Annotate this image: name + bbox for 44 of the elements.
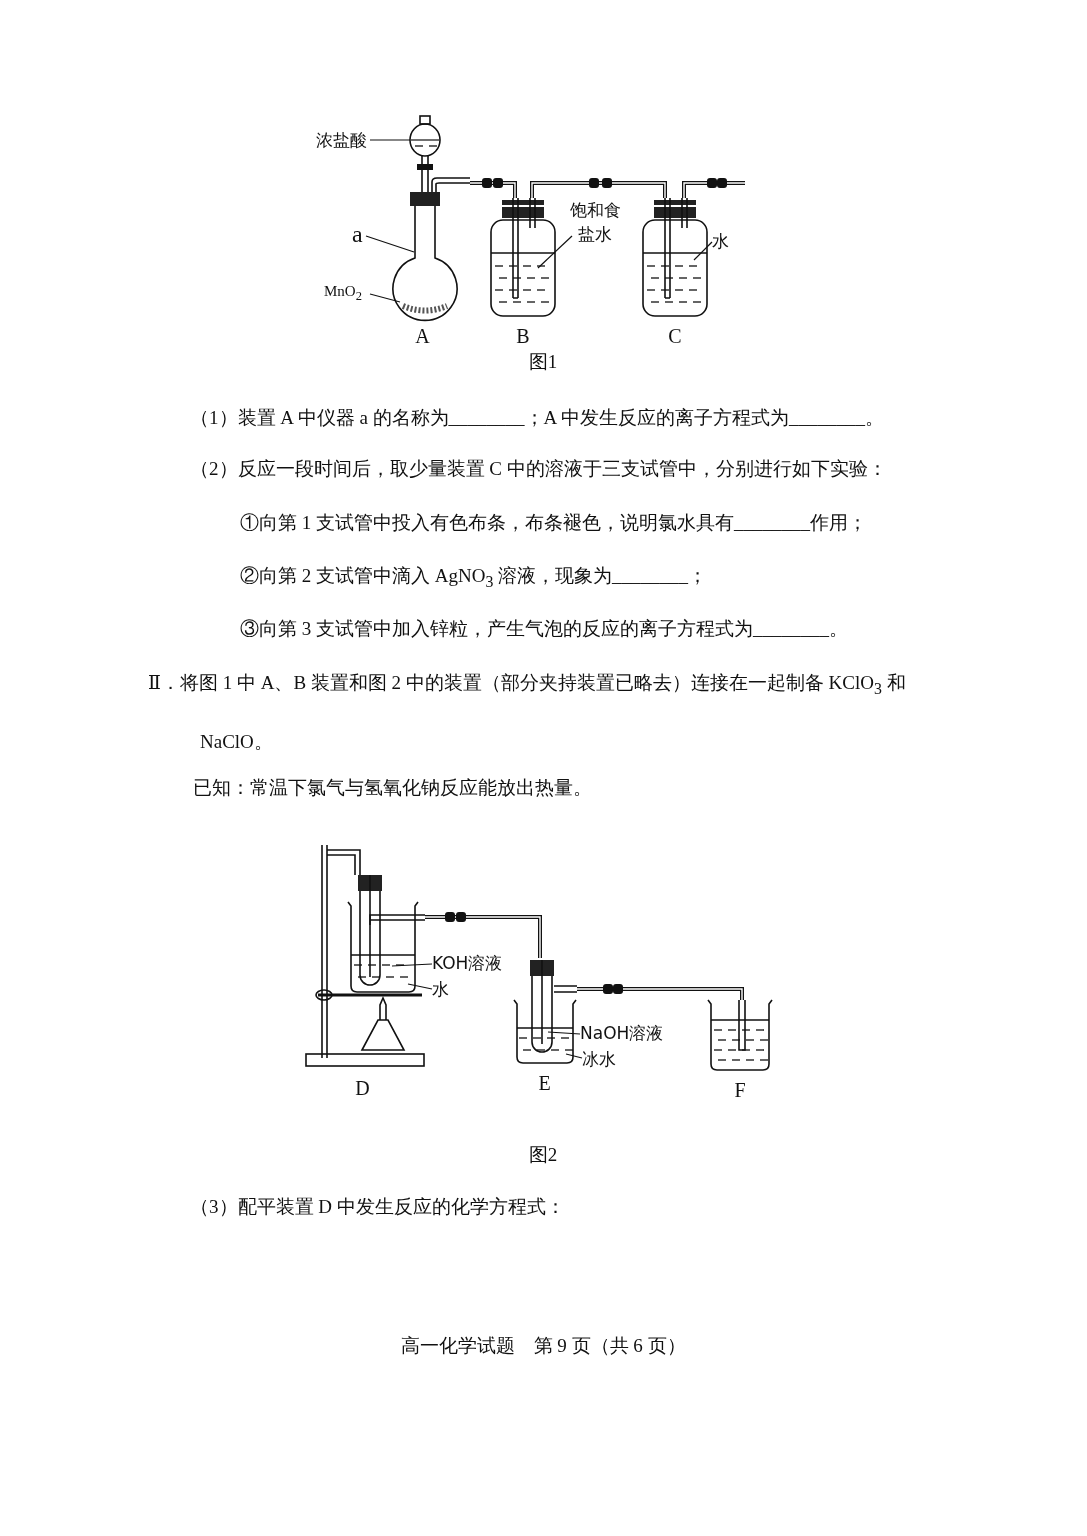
beaker-drawing: [706, 1000, 774, 1072]
note-text: 已知：常温下氯气与氢氧化钠反应能放出热量。: [193, 776, 592, 800]
page-footer: 高一化学试题 第 9 页（共 6 页）: [400, 1334, 686, 1358]
question-text: Ⅱ．将图 1 中 A、B 装置和图 2 中的装置（部分夹持装置已略去）连接在一起制备 KClO$_{3}$ 和 NaClO。: [148, 671, 907, 754]
leader-line: [407, 983, 433, 990]
apparatus-letter: A: [415, 324, 430, 348]
question-text: （1）装置 A 中仪器 a 的名称为________；A 中发生反应的离子方程式为________。: [190, 406, 885, 430]
leader-line: [369, 293, 401, 303]
gas-washing-bottle-drawing: [488, 198, 558, 318]
ice-bath-test-tube-drawing: [512, 958, 577, 1065]
part-label: 浓盐酸: [316, 129, 367, 151]
glass-tube: [470, 181, 517, 198]
apparatus-letter: F: [734, 1078, 746, 1102]
part-label: NaOH溶液: [580, 1022, 664, 1044]
figure-caption: 图1: [528, 350, 558, 374]
leader-line: [369, 139, 411, 141]
glass-tube: [425, 915, 542, 958]
leader-line: [547, 1031, 581, 1035]
leader-line: [565, 1053, 583, 1059]
glass-tube: [577, 987, 744, 1000]
part-label: KOH溶液: [432, 952, 503, 974]
question-text: ③向第 3 支试管中加入锌粒，产生气泡的反应的离子方程式为________。: [240, 617, 848, 641]
part-label: 水: [432, 978, 449, 1000]
part-label: a: [352, 220, 363, 248]
leader-line: [693, 241, 713, 261]
apparatus-letter: B: [516, 324, 530, 348]
glass-tube: [530, 181, 667, 198]
question-text: ②向第 2 支试管中滴入 AgNO$_{3}$ 溶液，现象为________；: [240, 564, 708, 592]
glass-tube: [682, 181, 745, 198]
leader-line: [537, 235, 573, 269]
figure-caption: 图2: [528, 1143, 558, 1167]
apparatus-letter: D: [355, 1076, 370, 1100]
part-label: 饱和食盐水: [566, 198, 624, 246]
apparatus-letter: E: [538, 1071, 551, 1095]
part-label: 冰水: [582, 1048, 616, 1070]
gas-washing-bottle-drawing: [640, 198, 710, 318]
question-text: （3）配平装置 D 中发生反应的化学方程式：: [190, 1195, 565, 1219]
part-label: MnO$_{2}$: [324, 282, 362, 306]
leader-line: [391, 963, 433, 967]
leader-line: [365, 235, 415, 253]
apparatus-letter: C: [668, 324, 682, 348]
question-text: （2）反应一段时间后，取少量装置 C 中的溶液于三支试管中，分别进行如下实验：: [190, 457, 887, 481]
question-text: ①向第 1 支试管中投入有色布条，布条褪色，说明氯水具有________作用；: [240, 511, 867, 535]
part-label: 水: [712, 230, 729, 252]
